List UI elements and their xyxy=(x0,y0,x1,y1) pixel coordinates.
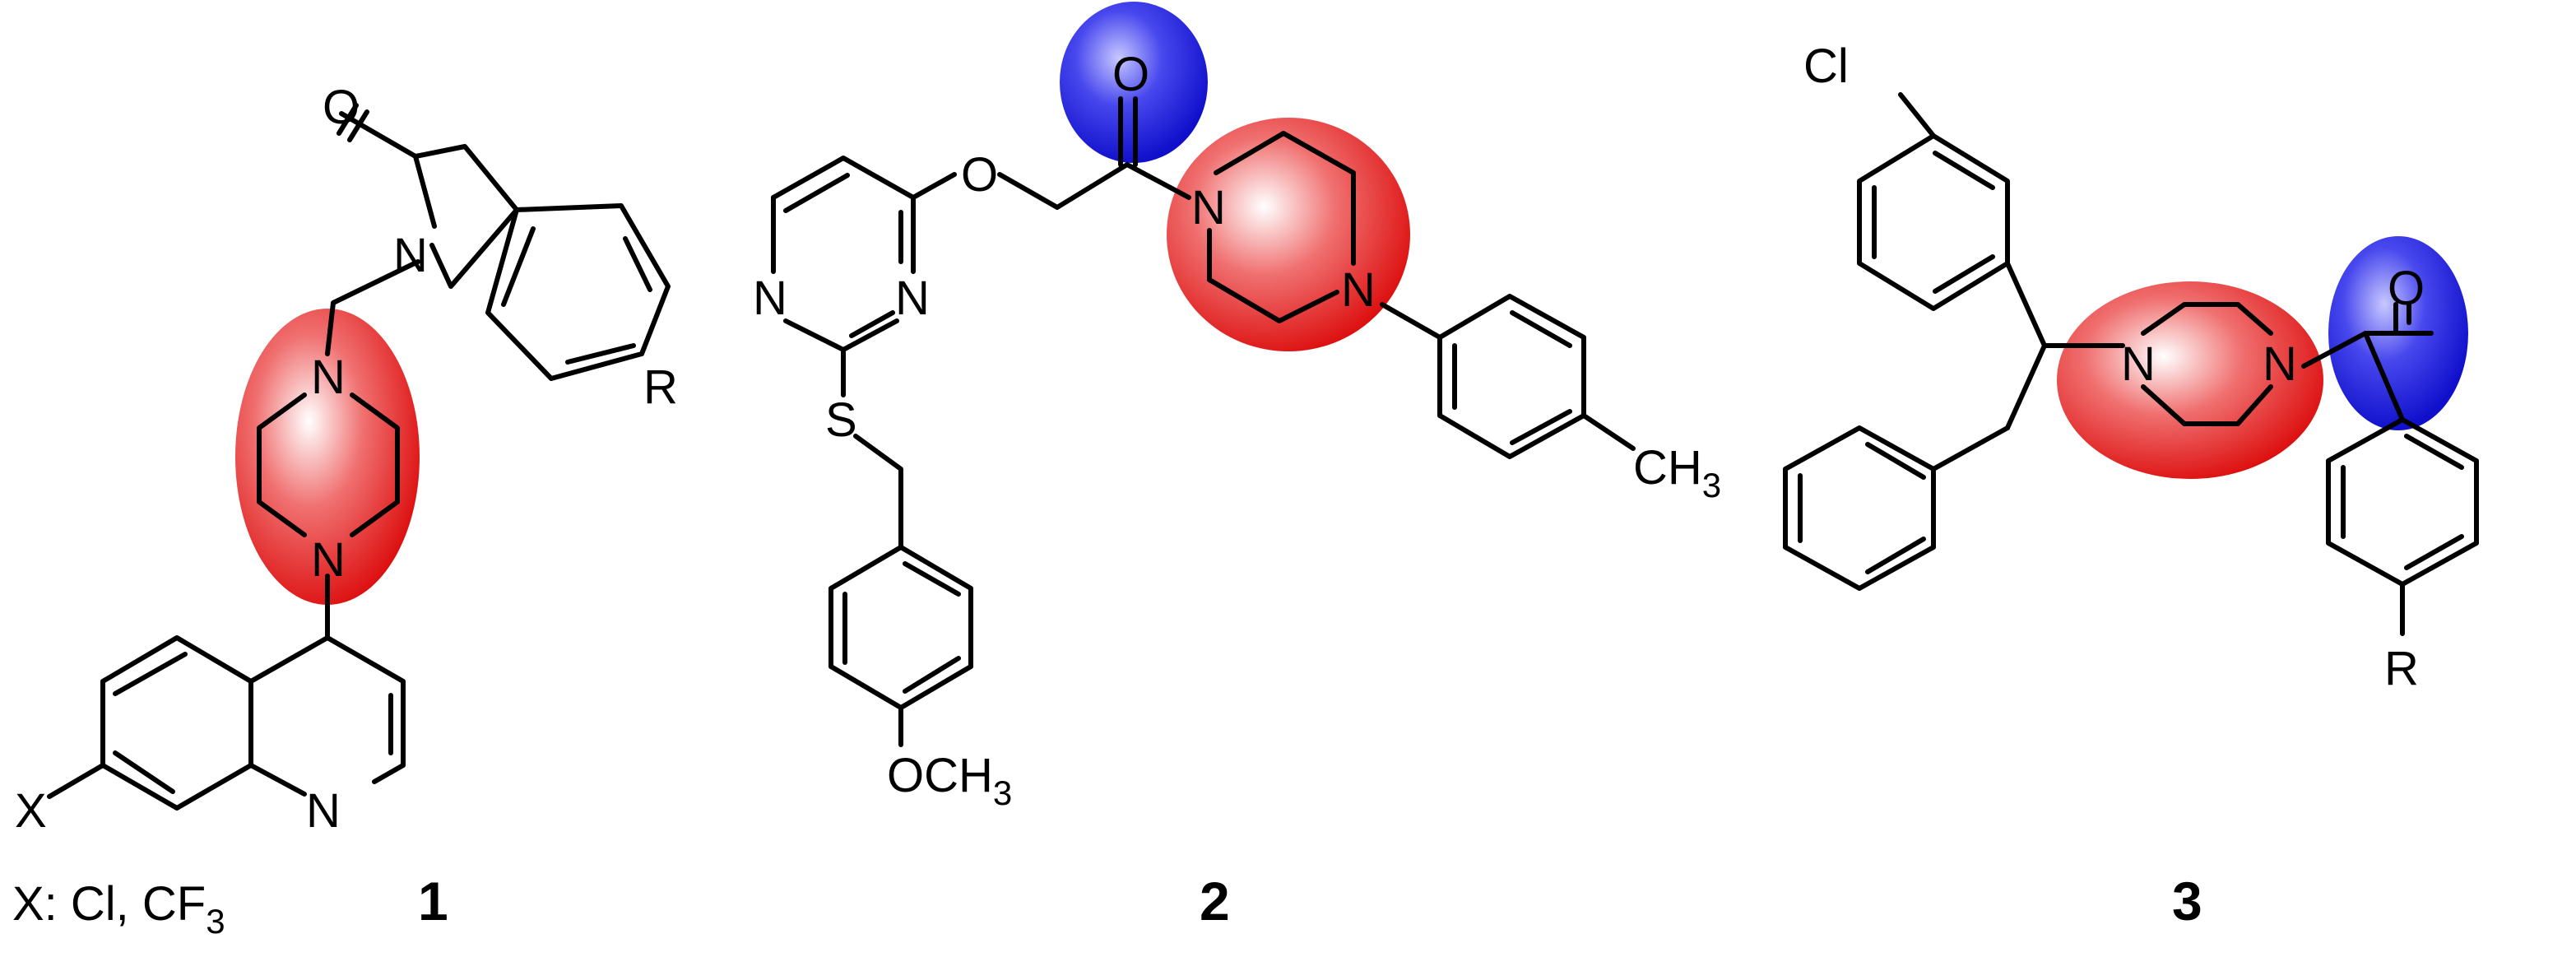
compound-number: 2 xyxy=(1200,871,1230,931)
piperazine-upper xyxy=(1214,131,1356,266)
atom-O: O xyxy=(1112,48,1149,101)
linker-bonds xyxy=(997,162,1191,210)
atom-O: O xyxy=(2388,262,2425,315)
atom-O: O xyxy=(961,148,998,202)
quinoline-double-3 xyxy=(113,750,175,794)
atom-R: R xyxy=(2384,642,2419,695)
anisyl-double-2 xyxy=(903,656,961,694)
quinoline-fusion xyxy=(248,635,330,797)
phenyl-ring xyxy=(1783,425,2010,591)
benzo-double-1 xyxy=(501,226,536,307)
benzo-double-3 xyxy=(565,343,636,365)
methoxy-label: OCH3 xyxy=(887,749,1012,812)
c-o-bond xyxy=(911,172,957,200)
benzoyl-double-3 xyxy=(2404,534,2464,570)
piperazine-lower xyxy=(2141,384,2273,426)
piperazine-right xyxy=(350,393,400,537)
oxindole-ring-bonds xyxy=(339,111,519,289)
tolyl-ring xyxy=(1380,294,1586,459)
atom-N: N xyxy=(753,272,787,325)
atom-N: N xyxy=(2263,337,2297,391)
pyrimidine-top xyxy=(771,156,916,274)
methyl-bond xyxy=(1581,413,1636,451)
atom-S: S xyxy=(825,393,857,447)
compound-1: O N N N N R X X: Cl, CF3 1 xyxy=(12,81,678,941)
phenyl-double-2 xyxy=(1865,442,1926,480)
pyrimidine-double-2 xyxy=(849,310,895,338)
benzo-double-2 xyxy=(623,236,652,292)
atom-R: R xyxy=(643,360,678,414)
atom-N: N xyxy=(1191,181,1226,235)
piperazine-lower xyxy=(1207,228,1339,323)
benzhydryl-bonds xyxy=(2005,261,2047,430)
pyrimidine-bottom xyxy=(783,318,899,352)
atom-X: X xyxy=(15,784,47,838)
compound-number: 1 xyxy=(418,871,448,931)
x-bond xyxy=(47,763,105,799)
compound-number: 3 xyxy=(2172,871,2202,931)
chlorophenyl-double-3 xyxy=(1933,254,1995,294)
chlorophenyl-ring xyxy=(1857,133,2010,311)
carbonyl-highlight xyxy=(1060,2,1208,163)
atom-O: O xyxy=(323,81,360,134)
carbonyl-bond xyxy=(337,103,359,136)
n-ch2-bonds xyxy=(325,259,420,356)
atom-N: N xyxy=(895,272,930,325)
quinoline-double-2 xyxy=(113,652,188,696)
quinoline-pyridine xyxy=(325,635,406,784)
atom-N: N xyxy=(311,533,346,587)
tolyl-double-1 xyxy=(1510,310,1572,348)
piperazine-highlight xyxy=(235,309,420,605)
atom-Cl: Cl xyxy=(1803,39,1849,93)
benzo-ring-bonds xyxy=(485,203,671,381)
s-ch2-bonds xyxy=(853,434,903,550)
anisyl-ring xyxy=(828,545,973,710)
phenyl-double-3 xyxy=(1865,537,1926,574)
compound-2: O O N N N N S CH3 OCH3 2 xyxy=(753,2,1721,931)
atom-N: N xyxy=(1341,263,1376,317)
piperazine-left xyxy=(257,393,307,537)
c-aryl-bond xyxy=(2363,331,2405,422)
ring-bond xyxy=(413,154,437,229)
atom-N: N xyxy=(2121,337,2156,391)
quinoline-benzo xyxy=(100,635,253,811)
cl-bond xyxy=(1898,92,1936,138)
chlorophenyl-double-2 xyxy=(1933,151,1995,190)
atom-N: N xyxy=(306,784,341,838)
piperazine-highlight xyxy=(2057,281,2323,479)
atom-N: N xyxy=(393,229,428,282)
anisyl-double-1 xyxy=(903,561,961,597)
methyl-label: CH3 xyxy=(1633,441,1721,504)
benzoyl-double-2 xyxy=(2404,434,2464,470)
carbonyl-bond-2 xyxy=(347,109,369,142)
compound-3: Cl N N O R 3 xyxy=(1783,39,2479,931)
substituent-caption: X: Cl, CF3 xyxy=(12,877,225,941)
tolyl-double-2 xyxy=(1510,409,1572,445)
benzoyl-ring xyxy=(2326,417,2479,587)
pyrimidine-double-1 xyxy=(783,173,850,213)
atom-N: N xyxy=(311,351,346,404)
piperazine-upper xyxy=(2141,302,2273,336)
